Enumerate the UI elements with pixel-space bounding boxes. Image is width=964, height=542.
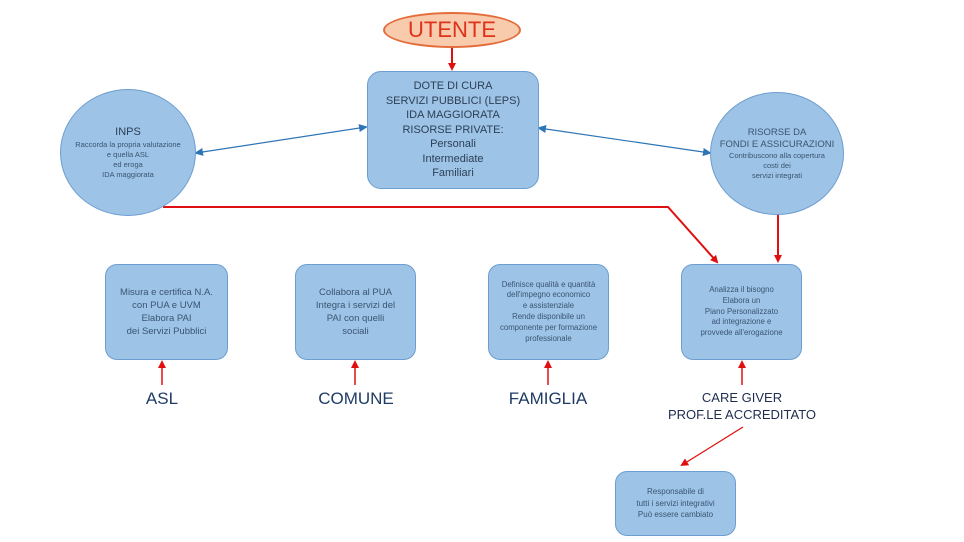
- famiglia-box-line: e assistenziale: [522, 301, 575, 311]
- caregiver-label-line: CARE GIVER: [701, 390, 783, 405]
- dote-di-cura-box: DOTE DI CURA SERVIZI PUBBLICI (LEPS) IDA…: [367, 71, 539, 189]
- risorse-title: RISORSE DA FONDI E ASSICURAZIONI: [720, 127, 835, 151]
- comune-box: Collabora al PUA Integra i servizi del P…: [295, 264, 416, 360]
- asl-box-line: Misura e certifica N.A.: [120, 287, 213, 298]
- arrow-inps-dote: [194, 124, 368, 156]
- risorse-line: RISORSE DA: [747, 126, 807, 138]
- comune-box-text: Collabora al PUA Integra i servizi del P…: [316, 286, 395, 338]
- dote-line: IDA MAGGIORATA: [406, 109, 500, 122]
- inps-title: INPS: [115, 125, 141, 138]
- famiglia-box: Definisce qualità e quantità dell'impegn…: [488, 264, 609, 360]
- asl-box-text: Misura e certifica N.A. con PUA e UVM El…: [120, 286, 213, 338]
- caregiver-box-line: ad integrazione e: [711, 317, 772, 327]
- dote-line: Personali: [430, 138, 476, 151]
- asl-box-line: con PUA e UVM: [132, 300, 201, 311]
- caregiver-box-line: Piano Personalizzato: [704, 306, 779, 316]
- utente-label: UTENTE: [408, 17, 496, 42]
- comune-label: COMUNE: [318, 389, 394, 408]
- arrow-caregiver-to-responsabile: [680, 426, 744, 467]
- famiglia-box-line: Rende disponibile un: [512, 312, 585, 321]
- risorse-sub-line: Contribuscono alla copertura: [729, 150, 825, 160]
- arrow-inps-to-caregiver: [163, 206, 719, 264]
- caregiver-box-text: Analizza il bisogno Elabora un Piano Per…: [700, 285, 782, 339]
- responsabile-box-text: Responsabile di tutti i servizi integrat…: [636, 486, 714, 521]
- caregiver-label: CARE GIVER PROF.LE ACCREDITATO: [652, 389, 832, 423]
- asl-box-line: Elabora PAI: [141, 313, 192, 324]
- responsabile-box-line: Responsabile di: [647, 487, 704, 497]
- dote-line: SERVIZI PUBBLICI (LEPS): [385, 94, 521, 107]
- asl-label: ASL: [145, 389, 179, 408]
- responsabile-box: Responsabile di tutti i servizi integrat…: [615, 471, 736, 536]
- asl-box-line: dei Servizi Pubblici: [126, 326, 207, 337]
- risorse-sub-line: costi dei: [763, 160, 791, 170]
- risorse-circle: RISORSE DA FONDI E ASSICURAZIONI Contrib…: [710, 92, 844, 215]
- caregiver-box-line: Elabora un: [722, 295, 761, 305]
- famiglia-box-line: professionale: [525, 333, 572, 343]
- utente-node: UTENTE: [383, 12, 521, 48]
- famiglia-label: FAMIGLIA: [508, 389, 588, 408]
- caregiver-label-line: PROF.LE ACCREDITATO: [667, 407, 817, 422]
- famiglia-box-text: Definisce qualità e quantità dell'impegn…: [500, 280, 597, 345]
- responsabile-box-line: tutti i servizi integrativi: [636, 498, 715, 508]
- inps-line: e quella ASL: [106, 149, 150, 159]
- inps-circle: INPS Raccorda la propria valutazione e q…: [60, 89, 196, 216]
- dote-line: Familiari: [432, 167, 474, 180]
- comune-box-line: Collabora al PUA: [319, 287, 392, 298]
- arrow-dote-risorse: [537, 125, 712, 156]
- caregiver-box-line: provvede all'erogazione: [700, 328, 783, 338]
- comune-box-line: sociali: [342, 326, 369, 337]
- risorse-description: Contribuscono alla copertura costi dei s…: [729, 151, 825, 181]
- caregiver-box: Analizza il bisogno Elabora un Piano Per…: [681, 264, 802, 360]
- dote-lines: DOTE DI CURA SERVIZI PUBBLICI (LEPS) IDA…: [386, 79, 520, 181]
- dote-line: RISORSE PRIVATE:: [402, 123, 504, 136]
- comune-box-line: PAI con quelli: [326, 313, 385, 324]
- inps-line: IDA maggiorata: [102, 169, 154, 179]
- risorse-line: FONDI E ASSICURAZIONI: [719, 138, 835, 150]
- caregiver-box-line: Analizza il bisogno: [709, 285, 774, 294]
- comune-box-line: Integra i servizi del: [315, 300, 396, 311]
- dote-line: DOTE DI CURA: [413, 80, 493, 93]
- famiglia-box-line: componente per formazione: [499, 322, 598, 332]
- inps-line: Raccorda la propria valutazione: [75, 139, 181, 149]
- dote-line: Intermediate: [422, 152, 484, 165]
- risorse-sub-line: servizi integrati: [751, 170, 802, 180]
- responsabile-box-line: Può essere cambiato: [637, 510, 714, 520]
- inps-line: ed eroga: [113, 159, 143, 169]
- famiglia-box-line: Definisce qualità e quantità: [501, 279, 596, 289]
- asl-box: Misura e certifica N.A. con PUA e UVM El…: [105, 264, 228, 360]
- inps-description: Raccorda la propria valutazione e quella…: [75, 140, 180, 180]
- famiglia-box-line: dell'impegno economico: [506, 290, 591, 300]
